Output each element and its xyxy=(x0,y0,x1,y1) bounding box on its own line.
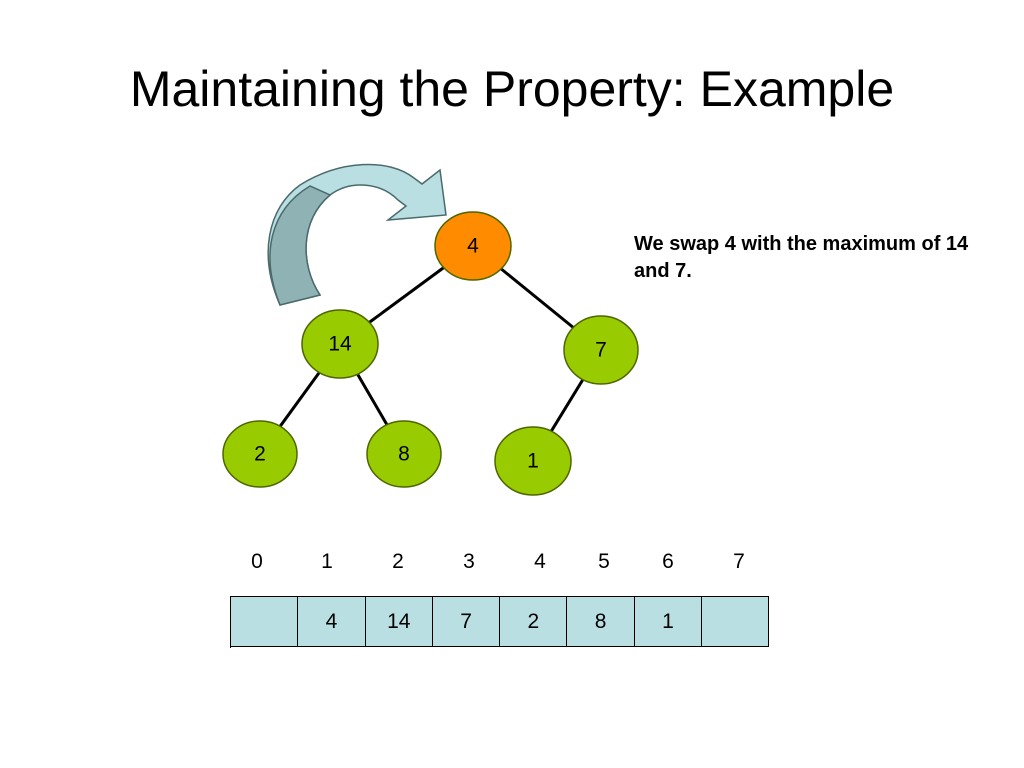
edge-left-to-left-right xyxy=(356,373,389,426)
node-circle xyxy=(366,420,442,488)
tree-nodes: 4 14 7 2 8 1 xyxy=(222,211,639,496)
array-cell xyxy=(702,596,770,647)
node-circle xyxy=(301,309,379,379)
array-index-label: 6 xyxy=(662,550,674,573)
node-circle xyxy=(222,420,298,488)
tree-node-right: 7 xyxy=(563,315,639,385)
node-circle xyxy=(494,426,572,496)
node-label: 1 xyxy=(527,450,539,473)
array-index-label: 7 xyxy=(733,550,745,573)
array-cell: 8 xyxy=(567,596,635,647)
curved-arrow-icon xyxy=(267,163,447,306)
node-circle xyxy=(563,315,639,385)
array-index-label: 5 xyxy=(598,550,610,573)
node-label: 2 xyxy=(254,443,266,466)
tree-edges xyxy=(278,266,585,432)
edge-right-to-right-left xyxy=(549,378,585,432)
tree-node-right-left: 1 xyxy=(494,426,572,496)
node-label: 8 xyxy=(398,443,410,466)
array-index-label: 4 xyxy=(534,550,546,573)
array-index-label: 1 xyxy=(321,550,333,573)
array-index-row: 0 1 2 3 4 5 6 7 xyxy=(0,550,1024,580)
node-label: 4 xyxy=(467,235,479,258)
explanation-note: We swap 4 with the maximum of 14 and 7. xyxy=(634,233,969,282)
edge-root-to-left xyxy=(368,266,445,324)
tree-node-root: 4 xyxy=(434,211,512,281)
edge-left-to-left-left xyxy=(278,371,321,428)
array-index-label: 3 xyxy=(463,550,475,573)
array-index-label: 2 xyxy=(392,550,404,573)
array-index-label: 0 xyxy=(251,550,263,573)
array-cell: 7 xyxy=(432,596,501,647)
array-cell: 1 xyxy=(634,596,703,647)
tree-node-left: 14 xyxy=(301,309,379,379)
array-cell: 2 xyxy=(500,596,568,647)
edge-root-to-right xyxy=(500,267,575,329)
node-label: 14 xyxy=(328,333,352,356)
array-cell: 14 xyxy=(365,596,433,647)
array-cell: 4 xyxy=(298,596,366,647)
array-cell xyxy=(231,596,299,647)
slide-title: Maintaining the Property: Example xyxy=(129,61,895,117)
tree-node-left-left: 2 xyxy=(222,420,298,488)
node-circle xyxy=(434,211,512,281)
node-label: 7 xyxy=(595,339,607,362)
tree-node-left-right: 8 xyxy=(366,420,442,488)
